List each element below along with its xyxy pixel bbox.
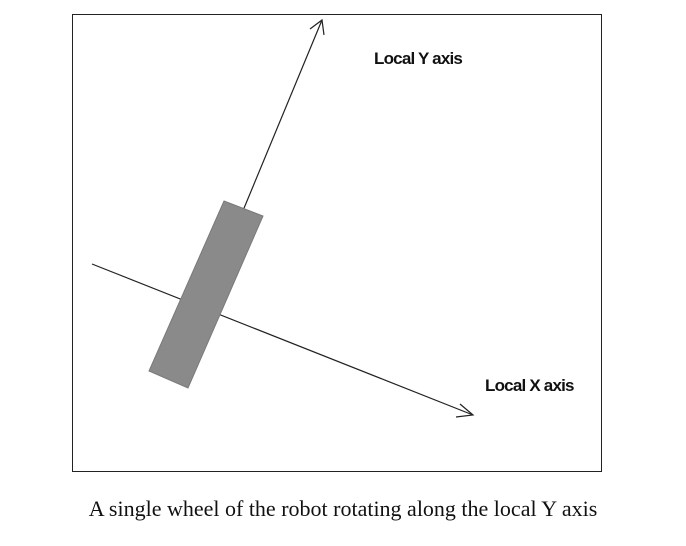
figure-caption: A single wheel of the robot rotating alo… [88, 496, 598, 521]
local-x-axis-arrowhead [455, 403, 475, 418]
local-y-axis-label: Local Y axis [374, 49, 463, 68]
local-x-axis-line [91, 263, 474, 416]
local-x-axis-label: Local X axis [485, 376, 574, 395]
wheel [148, 200, 264, 389]
local-y-axis-arrowhead [309, 18, 325, 36]
local-y-axis-line [241, 19, 323, 214]
diagram-frame [72, 14, 602, 472]
